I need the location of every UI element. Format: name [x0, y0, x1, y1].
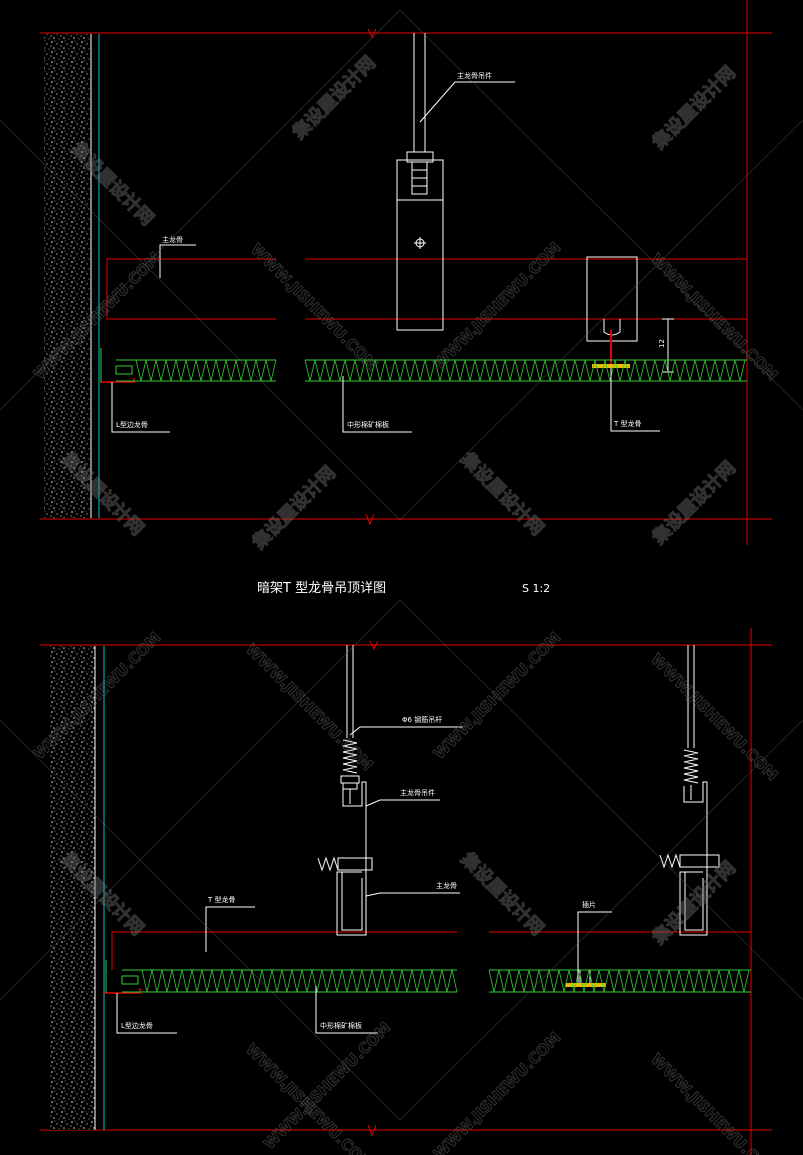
- lower-hanger-1: [317, 645, 373, 936]
- watermark-site-2: WWW.JISHEWU.COM: [247, 240, 381, 374]
- upper-break-bottom: [365, 513, 375, 526]
- lower-main-keel-left: [111, 931, 457, 970]
- upper-label-hanger: 主龙骨吊件: [457, 71, 492, 80]
- lower-panel-right: [488, 969, 751, 993]
- caption: 暗架T 型龙骨吊顶详图 S 1:2: [257, 581, 550, 596]
- watermark-lines: [0, 9, 803, 1121]
- caption-title: 暗架T 型龙骨吊顶详图: [257, 581, 386, 596]
- lower-label-hanger: 主龙骨吊件: [400, 788, 435, 797]
- upper-leader-hanger: [419, 81, 515, 123]
- watermark-brand-9: 集设屋设计网: [456, 847, 549, 940]
- upper-label-t: T 型龙骨: [613, 419, 642, 428]
- lower-hanger-1-spring: [342, 739, 358, 774]
- upper-break-top: [367, 28, 377, 39]
- upper-panel-left: [115, 359, 277, 382]
- upper-leader-t: [610, 368, 660, 432]
- lower-label-t: T 型龙骨: [207, 895, 236, 904]
- lower-leader-hanger: [365, 799, 440, 807]
- watermark-brand-3: 集设屋设计网: [647, 62, 740, 155]
- lower-leader-board: [315, 986, 378, 1034]
- watermark-brand-6: 集设屋设计网: [456, 447, 549, 540]
- watermark-site-8: WWW.JISHEWU.COM: [647, 650, 781, 784]
- upper-leader-board: [342, 376, 412, 433]
- lower-label-connector: 插片: [582, 900, 596, 909]
- lower-hanger-2-spring: [683, 749, 699, 784]
- upper-label-l: L型边龙骨: [116, 420, 148, 429]
- upper-t-keel-flange: [592, 364, 630, 368]
- watermark-brand-5: 集设屋设计网: [247, 462, 340, 555]
- lower-break-top: [369, 640, 379, 651]
- upper-main-keel-left: [106, 258, 276, 320]
- upper-leader-l: [111, 382, 170, 433]
- lower-wall-hatch: [50, 646, 95, 1130]
- lower-label-board: 中形棉矿棉板: [320, 1021, 362, 1030]
- upper-dim-text: 12: [658, 339, 666, 348]
- lower-break-bottom: [367, 1124, 377, 1137]
- watermark-brand-2: 集设屋设计网: [287, 52, 380, 145]
- upper-hanger-body: [396, 199, 444, 331]
- lower-hanger-2: [659, 645, 720, 936]
- watermark-site-6: WWW.JISHEWU.COM: [242, 640, 376, 774]
- caption-scale: S 1:2: [522, 582, 550, 595]
- upper-leader-main: [159, 244, 196, 278]
- upper-label-main: 主龙骨: [162, 235, 183, 244]
- lower-label-l: L型边龙骨: [121, 1021, 153, 1030]
- lower-detail: Φ6 钢筋吊杆 主龙骨吊件 主龙骨 T 型龙骨 插片 L型边龙骨 中形棉矿棉板: [40, 628, 772, 1155]
- lower-label-main: 主龙骨: [436, 881, 457, 890]
- watermark-site-12: WWW.JISHEWU.COM: [647, 1050, 781, 1155]
- lower-leader-rod: [349, 726, 463, 736]
- watermark-site-11: WWW.JISHEWU.COM: [430, 1028, 564, 1155]
- watermark-layer: 集设屋设计网 集设屋设计网 集设屋设计网 WWW.JISHEWU.COM WWW…: [0, 9, 803, 1155]
- upper-label-board: 中形棉矿棉板: [347, 420, 389, 429]
- upper-wall-hatch: [44, 34, 90, 518]
- upper-t-keel-box: [586, 256, 638, 342]
- lower-l-edge-keel: [104, 988, 141, 994]
- upper-detail: 12 主龙骨吊件 主龙骨 L型边龙骨 中形棉矿棉板 T 型龙骨: [40, 0, 772, 545]
- upper-l-edge-keel: [99, 378, 135, 383]
- lower-leader-t: [205, 906, 255, 952]
- lower-leader-l: [116, 993, 177, 1034]
- watermark-brand-7: 集设屋设计网: [647, 457, 740, 550]
- lower-label-rod: Φ6 钢筋吊杆: [402, 715, 442, 724]
- lower-leader-main: [365, 892, 460, 897]
- lower-panel-left: [121, 969, 458, 993]
- upper-panel-right: [304, 359, 747, 382]
- lower-leader-connector: [577, 911, 612, 983]
